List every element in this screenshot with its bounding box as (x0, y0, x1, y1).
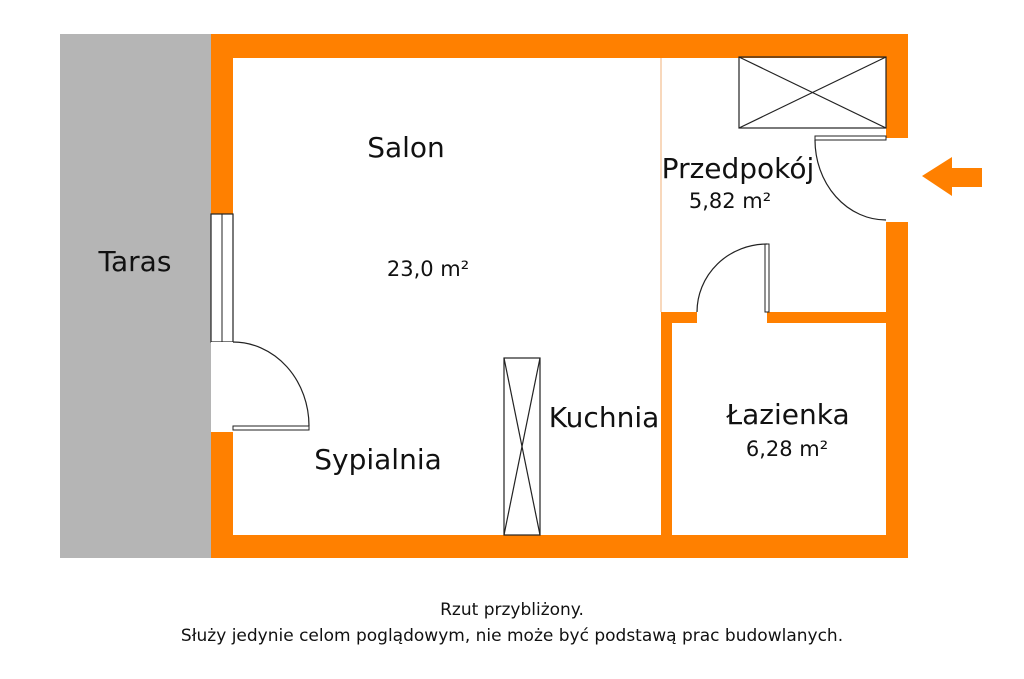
bathroom-door[interactable] (696, 243, 770, 323)
wall-top (211, 34, 908, 58)
wall-right-lower (886, 222, 908, 535)
hall-area: 5,82 m² (689, 189, 771, 213)
kitchen-label: Kuchnia (549, 401, 660, 434)
living-label: Salon (367, 131, 445, 164)
wall-right-upper (886, 58, 908, 138)
terrace-door[interactable] (211, 341, 310, 432)
wall-bath-top-right (767, 312, 886, 323)
wall-left-lower (211, 432, 233, 535)
terrace-area (60, 34, 211, 558)
living-area: 23,0 m² (387, 257, 469, 281)
bedroom-label: Sypialnia (314, 443, 442, 476)
bathroom-label: Łazienka (725, 398, 849, 431)
hall-label: Przedpokój (662, 152, 815, 185)
walls (211, 34, 908, 558)
caption-line-2: Służy jedynie celom poglądowym, nie może… (180, 626, 844, 646)
wall-bottom (211, 535, 908, 558)
hall-wardrobe (738, 56, 887, 129)
entrance-door[interactable] (814, 135, 908, 222)
wall-bath-left (661, 323, 672, 535)
terrace-label: Taras (98, 245, 172, 278)
terrace-window (210, 213, 234, 343)
bathroom-area: 6,28 m² (746, 437, 828, 461)
kitchen-cabinet (503, 357, 541, 536)
wall-bath-top-left (661, 312, 697, 323)
arrow-left-icon (922, 157, 982, 196)
wall-left-upper (211, 58, 233, 214)
caption-line-1: Rzut przybliżony. (440, 600, 584, 620)
